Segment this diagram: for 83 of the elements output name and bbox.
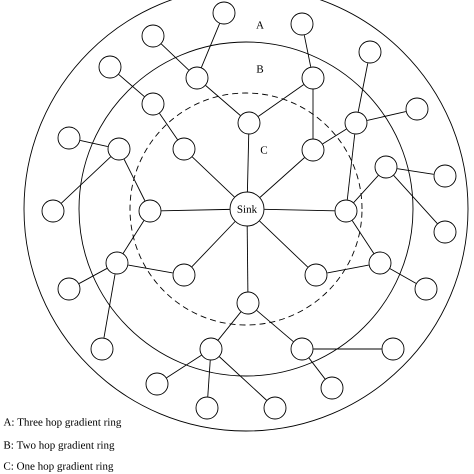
link-line: [128, 264, 174, 274]
sensor-node: [108, 138, 130, 160]
sensor-node: [434, 164, 456, 188]
sensor-node: [42, 200, 64, 222]
sensor-node: [142, 24, 164, 48]
sensor-node: [374, 156, 398, 178]
link-line: [104, 274, 116, 338]
link-line: [322, 128, 347, 144]
link-line: [122, 220, 144, 254]
ring-letter: A: [256, 21, 264, 29]
link-line: [205, 85, 241, 116]
sensor-node: [406, 98, 428, 120]
sensor-node: [236, 292, 260, 314]
sensor-node: [414, 278, 438, 300]
sensor-node: [186, 66, 208, 90]
ring-letter: C: [260, 146, 268, 154]
sensor-node: [382, 338, 404, 360]
link-line: [246, 226, 248, 292]
sensor-node: [98, 56, 122, 78]
legend-text: B: Two hop gradient ring: [4, 441, 114, 451]
link-line: [353, 175, 379, 203]
link-line: [80, 140, 108, 147]
sensor-node: [334, 200, 358, 222]
sensor-node: [142, 92, 164, 116]
link-line: [256, 310, 294, 342]
link-line: [358, 62, 368, 112]
link-line: [246, 134, 250, 192]
sensor-node: [172, 138, 196, 160]
sensor-node: [302, 66, 324, 90]
legend-text: A: Three hop gradient ring: [4, 418, 122, 428]
sensor-node: [106, 252, 128, 274]
sensor-node: [358, 40, 382, 64]
link-line: [159, 112, 178, 140]
sensor-node: [264, 396, 286, 420]
link-line: [396, 168, 434, 175]
sensor-node: [172, 264, 196, 286]
link-line: [200, 23, 220, 68]
link-line: [218, 311, 242, 341]
link-line: [393, 175, 438, 224]
link-line: [366, 111, 406, 121]
sensor-node: [138, 200, 162, 222]
link-line: [191, 221, 236, 268]
link-line: [161, 208, 230, 212]
sensor-node: [302, 138, 324, 162]
sensor-node: [320, 376, 344, 400]
link-line: [312, 89, 314, 139]
sensor-node: [58, 278, 80, 300]
link-line: [207, 360, 211, 398]
ring-letter: B: [256, 65, 264, 73]
link-line: [304, 34, 312, 68]
link-line: [264, 208, 335, 212]
legend-text: C: One hop gradient ring: [4, 462, 114, 472]
link-line: [258, 84, 304, 117]
link-line: [118, 74, 145, 97]
sensor-node: [344, 112, 368, 134]
link-line: [78, 268, 108, 284]
link-line: [352, 220, 374, 254]
link-line: [166, 354, 202, 378]
sensor-node: [290, 338, 314, 360]
link-line: [60, 156, 112, 204]
sensor-node: [434, 220, 456, 244]
sensor-node: [90, 338, 114, 360]
sensor-node: [304, 264, 328, 286]
link-line: [313, 348, 382, 350]
sink-node: Sink: [230, 192, 264, 226]
sensor-node: [196, 396, 218, 420]
link-line: [260, 157, 305, 198]
link-line: [308, 358, 326, 380]
link-line: [124, 158, 146, 202]
sensor-node: [368, 252, 392, 274]
link-line: [390, 268, 416, 284]
sensor-node: [238, 112, 260, 134]
sensor-node: [290, 12, 314, 36]
link-line: [259, 220, 308, 268]
sensor-node: [212, 2, 236, 24]
sensor-node: [200, 338, 222, 360]
link-line: [192, 156, 235, 198]
link-line: [218, 356, 268, 401]
link-line: [160, 43, 190, 71]
link-line: [326, 264, 370, 274]
sensor-node: [146, 372, 168, 396]
sensor-node: [58, 126, 80, 150]
link-line: [346, 134, 356, 200]
